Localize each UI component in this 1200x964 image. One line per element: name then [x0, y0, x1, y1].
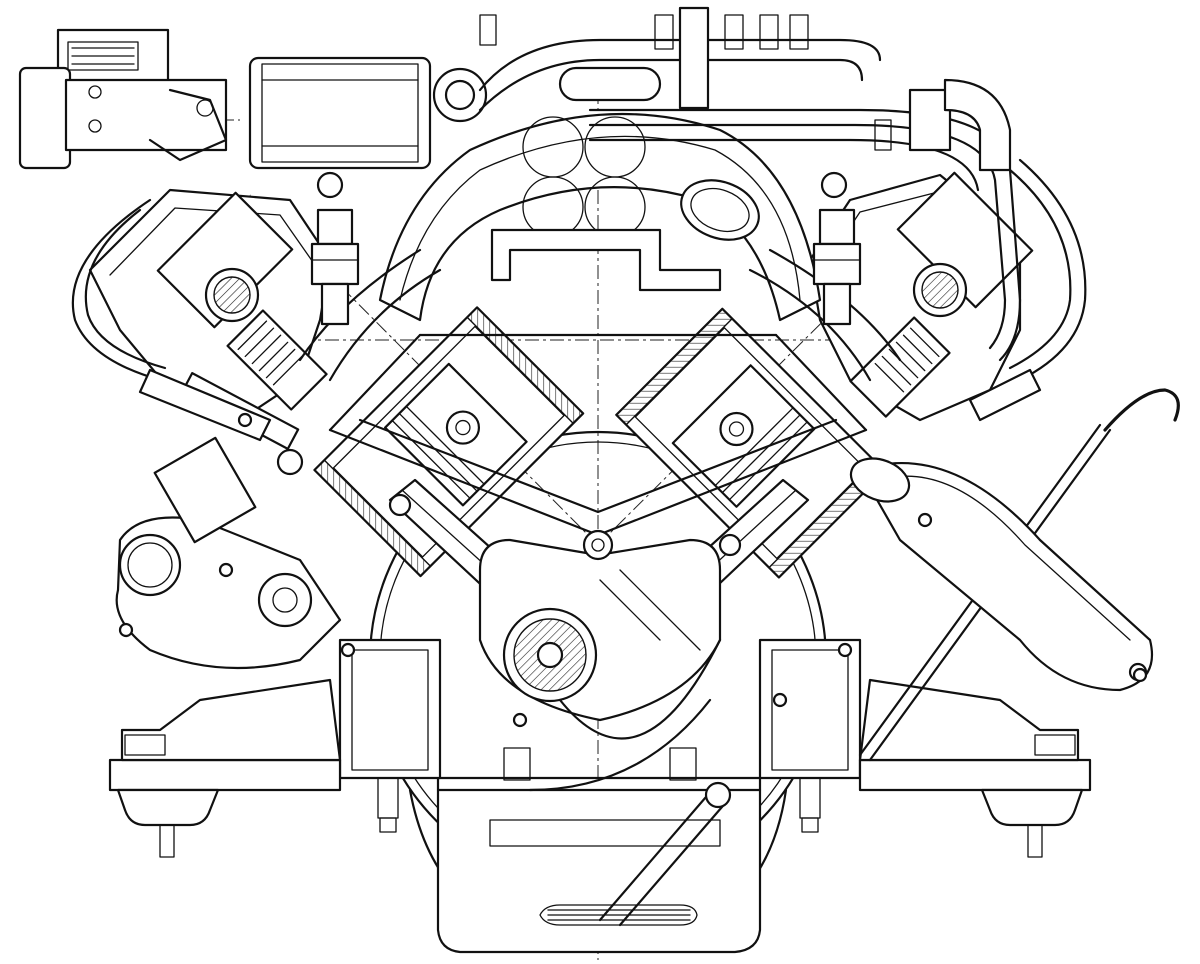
ecu-box-top-left [18, 28, 228, 170]
cylinder-head-right [808, 171, 1034, 422]
wiring-harness-right [968, 158, 1087, 422]
crankcase [338, 638, 862, 833]
engine-mount-left [108, 678, 342, 858]
fuel-injector-left [310, 171, 360, 326]
exhaust-manifold-right [849, 457, 1154, 692]
cylinder-head-left [88, 188, 332, 476]
bolt-markers [118, 412, 1148, 728]
cylinder-bank-right [615, 307, 887, 579]
fuel-injector-right [812, 171, 862, 326]
oil-sump [436, 776, 762, 954]
wiring-harness-left [71, 198, 272, 442]
intake-manifold [298, 112, 902, 382]
crankshaft [478, 529, 722, 792]
exhaust-manifold-left [115, 436, 342, 670]
throttle-body [248, 56, 488, 170]
